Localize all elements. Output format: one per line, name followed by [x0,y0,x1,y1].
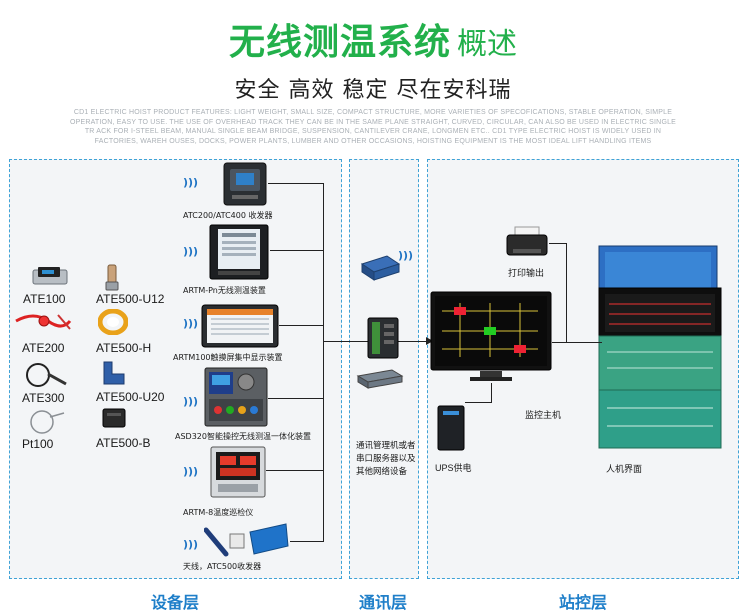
ate500-b-sensor-icon [102,408,126,428]
printer-icon [506,226,548,256]
ate100-sensor-icon [32,267,68,285]
device-link-line [268,183,323,184]
device-label-asd320: ASD320智能操控无线测温一体化装置 [175,432,311,441]
asd320-device-icon [204,367,268,427]
device-label-artm-8: ARTM-8温度巡检仪 [183,508,254,517]
page-subtitle: 安全 高效 稳定 尽在安科瑞 [234,78,512,103]
comm-manager-icon [360,255,401,281]
title-sub: 概述 [457,27,517,62]
comm-layer-note: 通讯管理机或者串口服务器以及其他网络设备 [356,441,416,477]
station-link-line [465,402,492,403]
station-link-line [549,243,566,244]
hmi-screens-icon [598,245,722,449]
station-link-line [566,243,567,343]
device-link-line [270,250,323,251]
comm-layer-panel [349,159,419,579]
antenna-atc500-icon [204,523,289,557]
fine-print: CD1 ELECTRIC HOIST PRODUCT FEATURES: LIG… [69,109,677,145]
wireless-signal-icon: ))) [183,317,199,330]
serial-server-icon [367,317,399,359]
device-layer-label: 设备层 [150,593,199,611]
device-layer-panel [9,159,342,579]
device-bus-line [323,183,324,542]
station-link-line [491,383,492,403]
station-layer-label: 站控层 [558,593,607,611]
sensor-label-ate500-h: ATE500-H [96,341,152,355]
device-link-line [266,470,323,471]
wireless-signal-icon: ))) [183,395,199,408]
sensor-label-ate100: ATE100 [23,292,66,306]
wireless-signal-icon: ))) [183,538,199,551]
network-device-icon [356,369,404,389]
backbone-arrow [426,337,433,345]
ate200-sensor-icon [15,314,72,330]
wireless-signal-icon: ))) [183,176,199,189]
artm100-touchscreen-icon [201,304,279,348]
device-link-line [290,541,323,542]
sensor-label-ate200: ATE200 [22,341,65,355]
device-label-artm100: ARTM100触摸屏集中显示装置 [173,353,283,362]
ate500-u12-sensor-icon [105,264,119,291]
ups-icon [437,405,465,451]
ate500-h-sensor-icon [98,309,128,335]
wireless-signal-icon: ))) [398,249,414,262]
station-link-line [552,342,602,343]
device-label-atc500: 天线，ATC500收发器 [183,562,262,571]
title-main: 无线测温系统 [228,22,451,63]
device-link-line [268,398,323,399]
ate500-u20-sensor-icon [103,361,125,385]
wireless-signal-icon: ))) [183,245,199,258]
device-label-atc200: ATC200/ATC400 收发器 [183,211,273,220]
sensor-label-ate500-u20: ATE500-U20 [96,390,165,404]
artm-pn-device-icon [209,224,269,280]
device-link-line [279,325,323,326]
host-label: 监控主机 [525,410,562,420]
hmi-label: 人机界面 [606,464,643,474]
printer-label: 打印输出 [508,268,545,278]
artm-8-device-icon [210,446,266,498]
atc200-transceiver-icon [223,162,267,206]
sensor-label-ate300: ATE300 [22,391,65,405]
device-label-artm-pn: ARTM-Pn无线测温装置 [183,286,266,295]
pt100-sensor-icon [30,410,65,434]
sensor-label-ate500-u12: ATE500-U12 [96,292,165,306]
sensor-label-pt100: Pt100 [22,437,54,451]
wireless-signal-icon: ))) [183,465,199,478]
monitoring-host-icon [430,291,552,381]
ups-label: UPS供电 [435,463,472,473]
sensor-label-ate500-b: ATE500-B [96,436,151,450]
page-title: 无线测温系统概述 [0,20,746,72]
comm-layer-label: 通讯层 [358,593,407,611]
ate300-sensor-icon [26,363,67,387]
